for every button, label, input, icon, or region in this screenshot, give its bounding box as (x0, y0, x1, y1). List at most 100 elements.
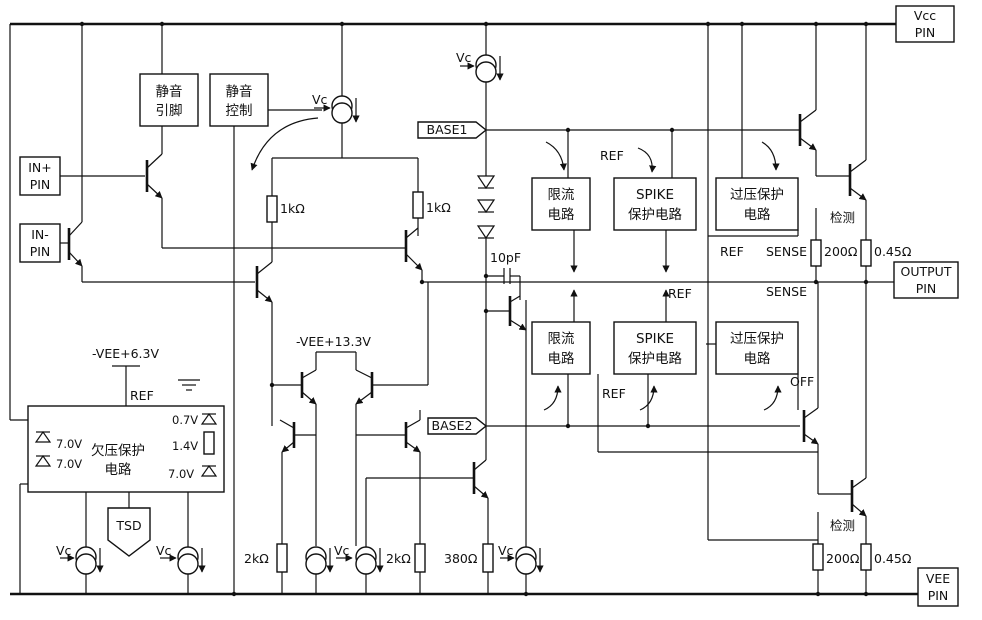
svg-text:电路: 电路 (744, 351, 772, 367)
svg-text:控制: 控制 (226, 103, 253, 119)
svg-text:OUTPUT: OUTPUT (901, 264, 952, 279)
undervoltage-protection-block: 欠压保护 电路 7.0V 7.0V 0.7V 1.4V 7.0V (10, 405, 225, 594)
svg-text:-VEE+13.3V: -VEE+13.3V (296, 334, 371, 349)
diode-string (476, 172, 496, 460)
svg-text:IN-: IN- (31, 227, 49, 242)
svg-text:TSD: TSD (115, 518, 141, 533)
in-plus-pin: IN+ PIN (19, 156, 61, 196)
base1-pin: BASE1 (417, 121, 488, 139)
base2-pin: BASE2 (427, 417, 488, 435)
vcc-pin: Vcc PIN (895, 5, 955, 43)
vas-transistor (486, 276, 527, 331)
svg-text:限流: 限流 (548, 187, 576, 203)
svg-text:2kΩ: 2kΩ (386, 551, 411, 566)
resistor-200-bottom: 200Ω (812, 512, 860, 594)
svg-text:电路: 电路 (548, 207, 576, 223)
resistor-045-top: 0.45Ω (860, 239, 912, 282)
svg-text:Vcc: Vcc (914, 8, 936, 23)
resistor-380: 380Ω (444, 543, 494, 594)
svg-text:PIN: PIN (928, 588, 949, 603)
upper-predriver-transistor (798, 24, 817, 176)
output-pin: OUTPUT PIN (893, 261, 959, 299)
svg-text:REF: REF (130, 388, 154, 403)
svg-text:静音: 静音 (226, 83, 253, 100)
mirror-right-transistor (355, 282, 429, 405)
svg-text:REF: REF (720, 244, 744, 259)
svg-text:REF: REF (600, 148, 624, 163)
svg-text:7.0V: 7.0V (56, 457, 82, 471)
svg-text:10pF: 10pF (490, 250, 521, 265)
svg-text:REF: REF (668, 286, 692, 301)
diffpair-left-transistor (255, 261, 273, 426)
resistor-1k-right: 1kΩ (412, 158, 451, 236)
svg-text:REF: REF (602, 386, 626, 401)
current-source-bottom-2: Vc (156, 492, 206, 594)
svg-text:7.0V: 7.0V (168, 467, 194, 481)
svg-text:Vc: Vc (156, 543, 172, 558)
svg-text:-VEE+6.3V: -VEE+6.3V (92, 346, 159, 361)
driver-transistor (472, 459, 489, 544)
resistor-2k-left: 2kΩ (244, 543, 288, 594)
junction-dots (79, 21, 869, 597)
svg-text:欠压保护: 欠压保护 (91, 443, 145, 459)
resistor-2k-right: 2kΩ (386, 543, 426, 594)
svg-text:Vc: Vc (456, 50, 472, 65)
vee-pin: VEE PIN (917, 567, 959, 607)
in-minus-transistor (67, 24, 255, 283)
svg-text:PIN: PIN (916, 281, 937, 296)
svg-text:BASE2: BASE2 (432, 418, 473, 433)
current-source-bottom-1: Vc (56, 492, 104, 594)
svg-text:Vc: Vc (312, 92, 328, 107)
svg-text:电路: 电路 (548, 351, 576, 367)
spike-protection-bottom-block: SPIKE 保护电路 (613, 321, 697, 375)
svg-text:限流: 限流 (548, 331, 576, 347)
svg-text:PIN: PIN (30, 177, 51, 192)
current-source-bottom-4: Vc (334, 478, 384, 594)
svg-text:保护电路: 保护电路 (628, 351, 682, 367)
lower-right-transistor (355, 404, 474, 546)
ground-icon (178, 379, 200, 391)
svg-text:200Ω: 200Ω (826, 551, 860, 566)
svg-text:200Ω: 200Ω (824, 244, 858, 259)
capacitor-10pf: 10pF (486, 250, 521, 284)
mute-control-block: 静音 控制 (209, 73, 269, 127)
svg-text:引脚: 引脚 (156, 103, 183, 119)
tsd-block: TSD (107, 492, 151, 557)
svg-text:检测: 检测 (830, 518, 855, 533)
svg-text:0.45Ω: 0.45Ω (874, 244, 912, 259)
svg-text:过压保护: 过压保护 (730, 187, 784, 203)
svg-text:BASE1: BASE1 (427, 122, 468, 137)
current-source-bottom-3 (305, 546, 334, 594)
svg-text:1kΩ: 1kΩ (280, 201, 305, 216)
svg-text:OFF: OFF (790, 374, 814, 389)
lower-left-transistor (279, 404, 317, 546)
resistor-1k-left: 1kΩ (266, 158, 305, 262)
svg-text:PIN: PIN (915, 25, 936, 40)
svg-text:0.45Ω: 0.45Ω (874, 551, 912, 566)
resistor-045-bottom: 0.45Ω (860, 543, 912, 594)
current-source-driver: Vc (456, 24, 504, 172)
svg-text:检测: 检测 (830, 210, 855, 225)
mirror-left-transistor (272, 369, 317, 405)
svg-text:1.4V: 1.4V (172, 439, 198, 453)
svg-text:Vc: Vc (56, 543, 72, 558)
mute-pin-block: 静音 引脚 (139, 73, 199, 127)
svg-text:静音: 静音 (156, 83, 183, 100)
svg-text:Vc: Vc (334, 543, 350, 558)
svg-text:SENSE: SENSE (766, 284, 807, 299)
svg-text:7.0V: 7.0V (56, 437, 82, 451)
svg-text:IN+: IN+ (28, 160, 52, 175)
svg-text:PIN: PIN (30, 244, 51, 259)
current-source-bottom-5: Vc (498, 300, 544, 594)
svg-text:电路: 电路 (105, 462, 132, 478)
overvoltage-protection-top-block: 过压保护 电路 (715, 177, 799, 231)
svg-text:380Ω: 380Ω (444, 551, 478, 566)
svg-text:VEE: VEE (926, 571, 950, 586)
current-limit-top-block: 限流 电路 (531, 177, 591, 231)
resistor-200-top: 200Ω (810, 208, 858, 282)
current-source-diffpair: Vc (272, 24, 418, 159)
svg-text:0.7V: 0.7V (172, 413, 198, 427)
svg-text:过压保护: 过压保护 (730, 331, 784, 347)
lower-power-transistor: 检测 (818, 282, 867, 544)
